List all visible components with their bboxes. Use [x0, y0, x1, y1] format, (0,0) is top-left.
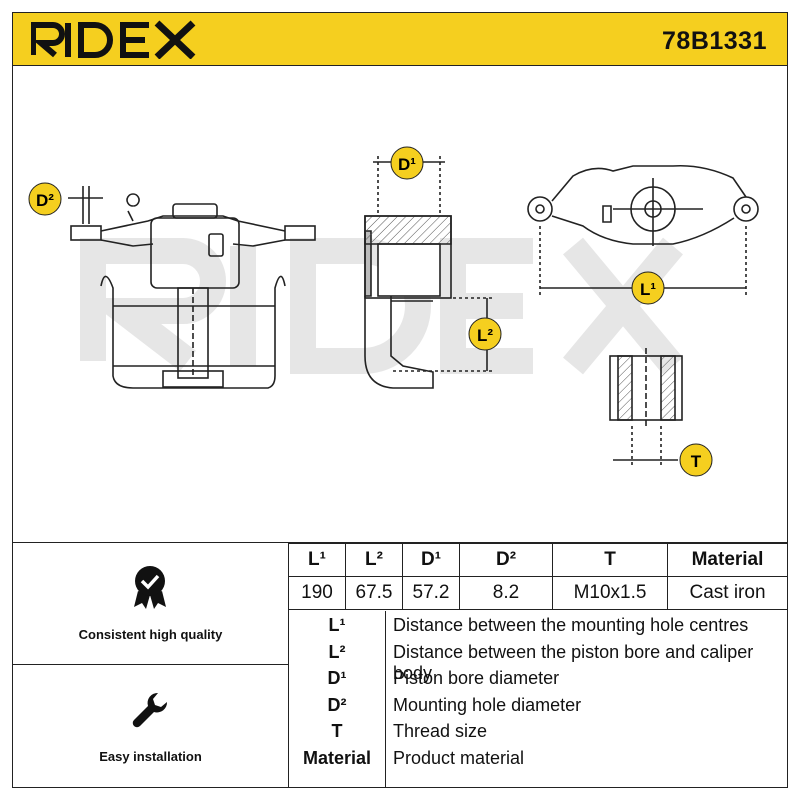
- spec-value: M10x1.5: [552, 576, 668, 610]
- t-label: T: [691, 452, 702, 471]
- legend-list: L¹ Distance between the mounting hole ce…: [289, 611, 787, 771]
- quality-badge-icon: [134, 566, 166, 609]
- d1-label: D¹: [398, 155, 416, 174]
- specs-header-row: L¹ L² D¹ D² T Material: [288, 543, 788, 577]
- feature-installation-label: Easy installation: [99, 749, 202, 764]
- feature-quality-label: Consistent high quality: [78, 627, 223, 642]
- d2-label: D²: [36, 191, 54, 210]
- feature-divider: [13, 664, 288, 665]
- dimension-l2-marker: L²: [468, 317, 502, 351]
- spec-value: Cast iron: [667, 576, 788, 610]
- header-bar: 78B1331: [12, 12, 788, 66]
- legend-key: L²: [328, 641, 346, 662]
- legend-item: T Thread size: [289, 717, 787, 744]
- spec-header: Material: [667, 543, 788, 577]
- legend-item: D¹ Piston bore diameter: [289, 664, 787, 691]
- spec-value: 67.5: [345, 576, 403, 610]
- legend-key: D¹: [327, 668, 347, 689]
- spec-header: T: [552, 543, 668, 577]
- thread-view: [609, 348, 683, 468]
- feature-quality: Consistent high quality: [13, 543, 288, 664]
- specs-value-row: 190 67.5 57.2 8.2 M10x1.5 Cast iron: [288, 576, 788, 610]
- legend-text: Thread size: [393, 721, 488, 742]
- dimension-d2-marker: D²: [28, 182, 62, 216]
- legend-divider: [385, 611, 386, 787]
- caliper-section-view: [364, 156, 493, 389]
- panel-divider: [288, 543, 289, 787]
- wrench-icon: [132, 692, 168, 728]
- spec-value: 57.2: [402, 576, 460, 610]
- part-number: 78B1331: [662, 27, 767, 55]
- legend-key: T: [331, 721, 343, 742]
- legend-item: L¹ Distance between the mounting hole ce…: [289, 611, 787, 638]
- legend-item: L² Distance between the piston bore and …: [289, 638, 787, 683]
- specs-table: L¹ L² D¹ D² T Material 190 67.5 57.2 8.2…: [288, 543, 788, 610]
- caliper-drawings: D² D¹ L²: [28, 146, 759, 477]
- spec-header: D¹: [402, 543, 460, 577]
- legend-text: Piston bore diameter: [393, 668, 560, 689]
- ridex-logo: [30, 19, 201, 64]
- legend-key: Material: [302, 747, 372, 768]
- legend-text: Distance between the mounting hole centr…: [393, 615, 749, 635]
- legend-text: Mounting hole diameter: [393, 694, 582, 715]
- l2-label: L²: [477, 326, 493, 345]
- spec-value: 190: [288, 576, 346, 610]
- technical-drawing: D² D¹ L²: [12, 66, 788, 542]
- legend-key: D²: [327, 694, 347, 715]
- legend-key: L¹: [328, 615, 346, 635]
- legend-item: Material Product material: [289, 744, 787, 771]
- legend-text: Distance between the piston bore and cal…: [393, 641, 754, 683]
- dimension-d1-marker: D¹: [390, 146, 424, 180]
- legend-item: D² Mounting hole diameter: [289, 691, 787, 718]
- info-panel: Consistent high quality Easy installatio…: [12, 542, 788, 788]
- feature-installation: Easy installation: [13, 665, 288, 787]
- spec-header: D²: [459, 543, 553, 577]
- caliper-front-view: [68, 186, 316, 389]
- spec-value: 8.2: [459, 576, 553, 610]
- spec-header: L¹: [288, 543, 346, 577]
- l1-label: L¹: [640, 280, 656, 299]
- dimension-l1-marker: L¹: [631, 271, 665, 305]
- spec-header: L²: [345, 543, 403, 577]
- dimension-t-marker: T: [679, 443, 713, 477]
- legend-text: Product material: [393, 747, 525, 768]
